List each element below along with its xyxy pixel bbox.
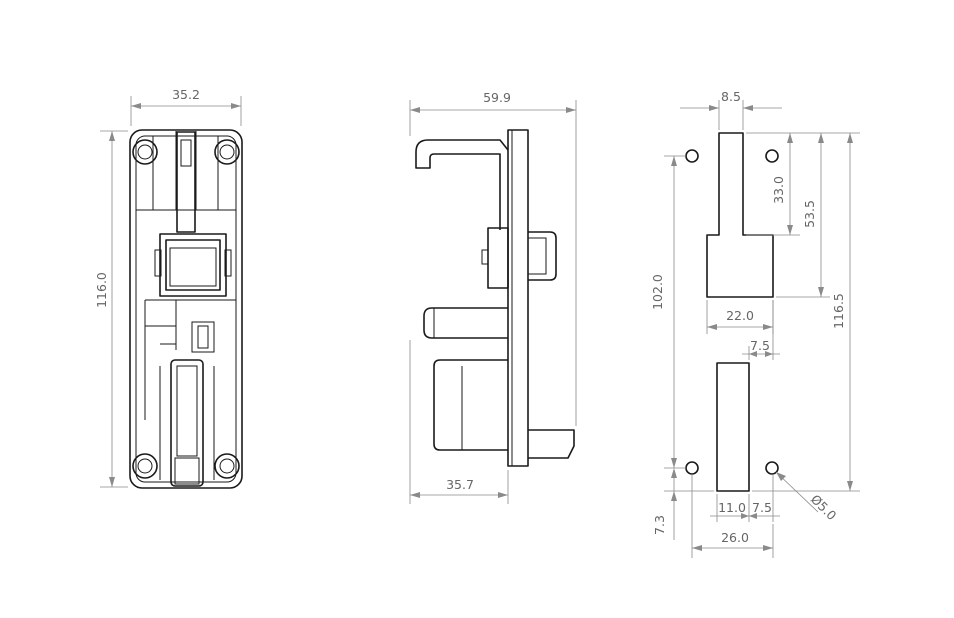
side-view — [415, 129, 575, 467]
front-view — [129, 129, 243, 489]
dim-front-width: 35.2 — [130, 87, 242, 126]
hole-top-left — [685, 149, 699, 163]
dim-hole-spacing: 102.0 — [650, 155, 686, 469]
dim-text-hole-spacing: 102.0 — [650, 274, 665, 310]
dim-slot-width: 8.5 — [680, 89, 782, 130]
dim-lower-slot: 7.5 — [742, 300, 780, 360]
dim-text-bottom-slot: 7.5 — [752, 500, 772, 515]
dim-bottom-offsets: 11.0 7.5 — [710, 474, 780, 522]
side-lower-body — [433, 359, 508, 451]
dim-text-hole-offset: 7.3 — [652, 515, 667, 535]
dim-text-upper-width: 22.0 — [726, 308, 754, 323]
hole-bottom-right — [765, 461, 779, 475]
dim-side-depth: 59.9 — [409, 90, 577, 426]
mounting-boss-top-right — [214, 139, 240, 165]
side-bottom-foot — [528, 429, 575, 459]
side-window — [191, 321, 215, 353]
latch-button — [165, 239, 221, 291]
cutout-view — [685, 132, 779, 492]
dim-overall-width: 26.0 — [691, 474, 774, 558]
dim-hole-offset: 7.3 — [652, 468, 714, 540]
latch-tab-left — [154, 249, 162, 277]
hole-bottom-left — [685, 461, 699, 475]
side-window-inner — [197, 325, 209, 349]
dim-upper-width: 22.0 — [706, 300, 774, 334]
dim-text-front-height: 116.0 — [94, 272, 109, 308]
dim-text-front-width: 35.2 — [172, 87, 200, 102]
side-peg — [423, 307, 508, 339]
lower-slot-tip — [174, 457, 200, 485]
dim-text-slot-width: 8.5 — [721, 89, 741, 104]
dim-overall-height: 116.5 — [752, 132, 860, 492]
mounting-boss-bottom-right — [214, 453, 240, 479]
side-top-hook — [415, 139, 509, 230]
upper-ribs — [136, 131, 236, 211]
dim-text-side-depth: 59.9 — [483, 90, 511, 105]
cutout-upper-shape — [706, 132, 774, 298]
dim-front-height: 116.0 — [94, 130, 128, 488]
latch-frame — [159, 233, 227, 297]
mounting-boss-top-left — [132, 139, 158, 165]
latch-button-face — [169, 247, 217, 287]
top-slot — [176, 131, 196, 233]
hole-top-right — [765, 149, 779, 163]
dim-text-overall-width: 26.0 — [721, 530, 749, 545]
mid-ribs — [144, 299, 236, 420]
cutout-lower-slot — [716, 362, 750, 492]
front-housing-inner — [135, 135, 237, 483]
dim-upper-height: 53.5 — [776, 132, 830, 298]
dim-hole-diameter: Ø5.0 — [775, 471, 840, 523]
dim-text-side-lower: 35.7 — [446, 477, 474, 492]
dim-text-bottom-offset: 11.0 — [718, 500, 746, 515]
side-flange — [507, 129, 529, 467]
mounting-boss-bottom-left — [132, 453, 158, 479]
lower-slot — [170, 359, 204, 487]
latch-tab-right — [224, 249, 232, 277]
dim-side-lower: 35.7 — [409, 340, 509, 504]
side-latch-body — [487, 227, 509, 289]
side-button — [528, 231, 557, 281]
dim-text-lower-slot: 7.5 — [750, 338, 770, 353]
dim-text-slot-height: 33.0 — [771, 176, 786, 204]
dim-text-upper-height: 53.5 — [802, 200, 817, 228]
dim-slot-height: 33.0 — [746, 132, 800, 236]
front-housing-outline — [129, 129, 243, 489]
top-slot-window — [180, 139, 192, 167]
dim-text-overall-height: 116.5 — [831, 293, 846, 329]
lower-slot-inner — [176, 365, 198, 457]
lower-ribs — [159, 366, 215, 480]
